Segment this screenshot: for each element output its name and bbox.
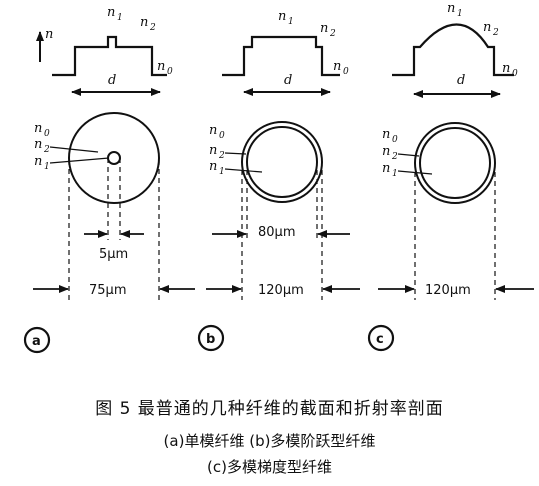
label-d-b: d [284,73,292,88]
sub-n2-xs-c: 2 [391,152,398,162]
label-n0-a: n [157,59,165,74]
label-n0-xs-b: n [209,123,217,138]
label-n1-a: n [107,5,115,20]
label-n0-xs-a: n [34,121,42,136]
label-n1-c: n [447,1,455,16]
sub-n1-b: 1 [288,17,294,27]
figure-caption-line-2: (c)多模梯度型纤维 [207,458,332,476]
panel-c: n 1 n 2 n 0 d n 0 n 2 n 1 120μm c [367,1,534,352]
sub-n1-xs-a: 1 [44,162,50,172]
profile-b-step-index [222,35,340,77]
label-n1-xs-c: n [382,161,390,176]
sub-n0-xs-c: 0 [392,135,398,145]
sub-n1-c: 1 [457,9,463,19]
leader-n2-b [224,152,247,155]
label-d-a: d [108,73,116,88]
badge-b: b [206,332,215,347]
badge-circle-a [23,326,51,354]
badge-circle-c [367,324,395,352]
label-n2-xs-b: n [209,143,217,158]
outer-width-b: 120μm [258,283,304,298]
sub-n2-a: 2 [149,23,156,33]
sub-n2-xs-b: 2 [218,151,225,161]
leader-n2-a [49,146,99,153]
sub-n0-xs-b: 0 [219,131,225,141]
core-b [246,126,318,198]
label-n2-a: n [140,15,148,30]
profile-c-graded-index [392,23,514,77]
sub-n2-b: 2 [329,29,336,39]
panel-b: n 1 n 2 n 0 d n 0 n 2 n 1 80μm 120μm b [197,9,360,352]
leader-n1-a [49,157,110,164]
label-n2-xs-c: n [382,144,390,159]
outer-width-a: 75μm [89,283,126,298]
label-n0-c: n [502,61,510,76]
cladding-b [241,121,323,203]
label-n2-b: n [320,21,328,36]
leader-n1-b [224,168,263,173]
core-width-a: 5μm [99,247,128,262]
label-n0-b: n [333,59,341,74]
leader-n2-c [397,153,420,157]
profile-a-step-index [52,35,167,77]
figure-caption-line-1: (a)单模纤维 (b)多模阶跃型纤维 [163,432,376,450]
core-a [107,151,121,165]
core-width-b: 80μm [258,225,295,240]
sub-n1-xs-c: 1 [392,169,398,179]
figure-caption-title: 图 5 最普通的几种纤维的截面和折射率剖面 [95,399,444,419]
label-n0-xs-c: n [382,127,390,142]
label-n2-c: n [483,20,491,35]
sub-n0-xs-a: 0 [44,129,50,139]
sub-n2-c: 2 [492,28,499,38]
label-d-c: d [457,73,465,88]
n-axis-label: n [45,27,53,42]
badge-circle-b [197,324,225,352]
label-n1-xs-b: n [209,159,217,174]
cladding-a [68,112,160,204]
cladding-c [414,122,496,204]
sub-n2-xs-a: 2 [43,145,50,155]
sub-n0-a: 0 [167,67,173,77]
label-n2-xs-a: n [34,137,42,152]
sub-n1-a: 1 [117,13,123,23]
label-n1-b: n [278,9,286,24]
badge-a: a [32,334,41,349]
sub-n1-xs-b: 1 [219,167,225,177]
label-n1-xs-a: n [34,154,42,169]
sub-n0-b: 0 [343,67,349,77]
outer-width-c: 120μm [425,283,471,298]
sub-n0-c: 0 [512,69,518,79]
badge-c: c [376,332,384,347]
panel-a: n n 1 n 2 n 0 d n 0 n 2 n 1 5μm 75μm [23,5,195,354]
core-c [419,127,491,199]
